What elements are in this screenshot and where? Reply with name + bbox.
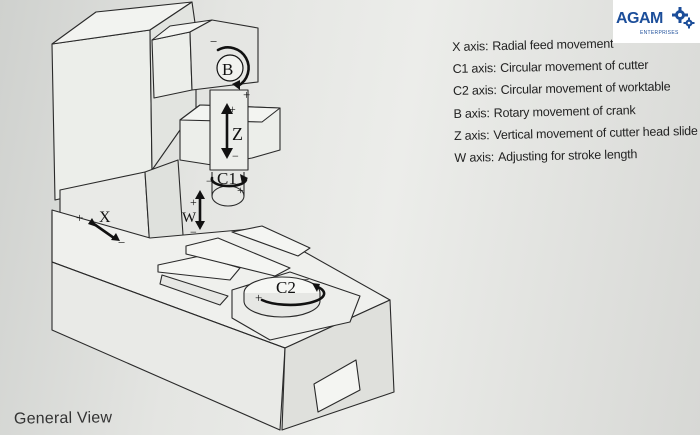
legend-desc-b: Rotary movement of crank (493, 102, 636, 120)
base-foot-cutout (313, 359, 361, 413)
label-b-plus: + (243, 87, 250, 102)
guide-rail-2 (159, 274, 229, 306)
legend-axis-w: W (454, 150, 467, 165)
label-z-minus: − (232, 149, 239, 163)
label-w: W (182, 210, 197, 226)
b-rotary-arrow (216, 46, 250, 88)
legend-axis-c1: C1 (452, 61, 469, 77)
label-c1-plus: + (237, 183, 244, 197)
label-c1: C1 (217, 169, 237, 188)
legend-sep: axis: (469, 150, 495, 165)
view-caption: General View (13, 409, 113, 428)
x-diagonal-arrow (92, 222, 116, 240)
label-z: Z (232, 124, 243, 144)
gear-icon (672, 7, 695, 29)
legend-axis-b: B (453, 106, 462, 121)
legend-axis-c2: C2 (452, 84, 469, 99)
label-c2-plus: + (255, 290, 262, 305)
guide-rail-3 (185, 237, 291, 277)
c2-rotary-arrow (260, 285, 326, 307)
legend-sep: axis: (464, 127, 490, 143)
c1-rotary-arrow (210, 176, 248, 188)
label-x: X (99, 209, 111, 226)
legend-axis-z: Z (453, 128, 462, 143)
legend-desc-w: Adjusting for stroke length (497, 147, 638, 164)
ram-front (151, 31, 193, 99)
brand-logo: AGAM ENTERPRISES (613, 0, 700, 43)
legend-axis-x: X (452, 39, 461, 54)
legend-sep: axis: (471, 61, 497, 76)
legend-desc-c2: Circular movement of worktable (500, 79, 671, 98)
legend-sep: axis: (463, 39, 489, 54)
axis-legend: X axis:Radial feed movement C1 axis:Circ… (452, 35, 700, 173)
label-x-plus: + (76, 210, 83, 225)
label-c1-minus: − (206, 174, 213, 188)
legend-desc-c1: Circular movement of cutter (500, 58, 649, 76)
label-x-minus: − (118, 235, 125, 250)
legend-sep: axis: (464, 105, 490, 121)
b-crank-circle (216, 54, 244, 82)
legend-desc-x: Radial feed movement (492, 36, 614, 54)
legend-desc-z: Vertical movement of cutter head slide (493, 123, 698, 142)
label-w-minus: − (190, 225, 197, 239)
label-c2-minus: − (302, 272, 309, 287)
label-z-plus: + (229, 102, 236, 116)
logo-name: AGAM (616, 10, 663, 27)
logo-tagline: ENTERPRISES (640, 30, 679, 36)
label-c2: C2 (276, 278, 296, 297)
base-side (281, 299, 395, 431)
label-b-minus: − (210, 34, 217, 49)
cutter-spindle (209, 89, 249, 171)
legend-sep: axis: (471, 83, 497, 98)
label-w-plus: + (190, 195, 197, 209)
base-front (51, 211, 286, 431)
label-b: B (222, 60, 233, 79)
guide-rail-4 (231, 225, 311, 257)
